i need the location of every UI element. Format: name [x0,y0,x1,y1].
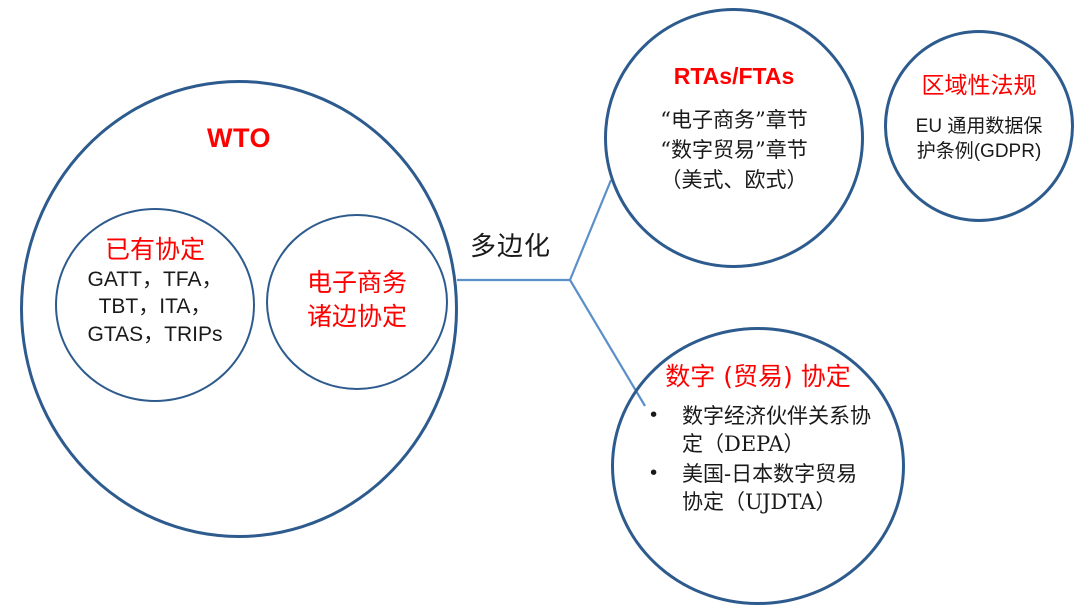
list-item: • 美国-日本数字贸易协定（UJDTA） [640,461,876,517]
list-item: • 数字经济伙伴关系协定（DEPA） [640,403,876,459]
regional-regulation-title: 区域性法规 [921,73,1037,99]
bullet-icon: • [648,461,660,484]
node-rtas-ftas[interactable]: RTAs/FTAs “电子商务”章节 “数字贸易”章节 （美式、欧式） [604,8,864,268]
connector-to-rtas [568,179,613,281]
node-ecommerce-plurilateral[interactable]: 电子商务 诸边协定 [266,214,448,390]
node-regional-regulation[interactable]: 区域性法规 EU 通用数据保 护条例(GDPR) [884,30,1074,222]
bullet-icon: • [648,404,660,426]
digital-trade-agreements-list: • 数字经济伙伴关系协定（DEPA） • 美国-日本数字贸易协定（UJDTA） [640,403,876,519]
rtas-ftas-title: RTAs/FTAs [673,63,795,89]
connector-to-digital [569,279,646,407]
rtas-ftas-body: “电子商务”章节 “数字贸易”章节 （美式、欧式） [660,108,808,192]
wto-title: WTO [207,123,271,153]
multilateralization-label: 多边化 [470,232,552,262]
digital-trade-agreements-title: 数字 (贸易) 协定 [665,362,851,391]
list-item-label: 美国-日本数字贸易协定（UJDTA） [682,461,858,514]
existing-agreements-body: GATT，TFA， TBT，ITA， GTAS，TRIPs [87,267,223,346]
list-item-label: 数字经济伙伴关系协定（DEPA） [682,404,871,456]
existing-agreements-title: 已有协定 [104,235,205,264]
node-digital-trade-agreements[interactable]: 数字 (贸易) 协定 • 数字经济伙伴关系协定（DEPA） • 美国-日本数字贸易协定… [611,327,905,605]
node-wto[interactable]: WTO [20,80,458,538]
ecommerce-plurilateral-title: 电子商务 诸边协定 [306,267,407,332]
regional-regulation-body: EU 通用数据保 护条例(GDPR) [915,116,1043,163]
node-existing-agreements[interactable]: 已有协定 GATT，TFA， TBT，ITA， GTAS，TRIPs [55,208,255,402]
